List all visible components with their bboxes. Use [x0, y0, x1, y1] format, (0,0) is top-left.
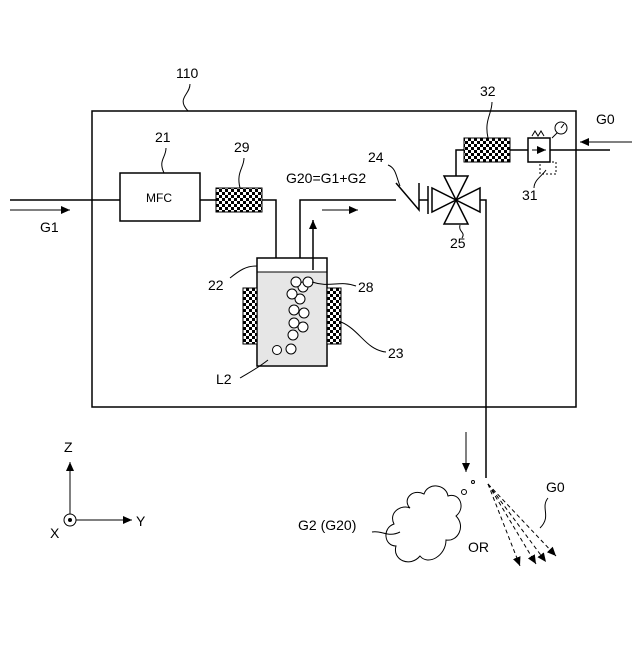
spray-g0: [488, 484, 556, 566]
regulator-31: [528, 122, 567, 174]
heater-32: [464, 138, 510, 162]
label-regulator-31: 31: [522, 187, 538, 203]
label-heater-32: 32: [480, 83, 496, 99]
leader-22: [230, 266, 257, 278]
label-g0-in: G0: [596, 111, 615, 127]
axis-label-x: X: [50, 525, 60, 541]
label-valve-25: 25: [450, 235, 466, 251]
label-spray-g0: G0: [546, 479, 565, 495]
label-cloud-g2: G2 (G20): [298, 517, 356, 533]
cloud-g2: [386, 486, 461, 562]
leader-l2: [240, 360, 268, 378]
heater-23-right: [327, 288, 341, 344]
leader-32: [487, 102, 492, 138]
mfc-label: MFC: [146, 191, 172, 205]
heater-23-left: [243, 288, 257, 344]
label-heater-29: 29: [234, 139, 250, 155]
label-valve-24: 24: [368, 149, 384, 165]
label-or: OR: [468, 539, 489, 555]
label-mix-eq: G20=G1+G2: [286, 170, 366, 186]
pipe-tank-to-valve24: [300, 200, 396, 258]
leader-29: [239, 158, 244, 188]
three-way-valve-25: [428, 176, 480, 224]
pipe-g0-to-valve25: [456, 150, 464, 176]
axis-label-y: Y: [136, 513, 146, 529]
heater-29: [216, 188, 262, 212]
label-g1: G1: [40, 219, 59, 235]
label-mfc-21: 21: [155, 129, 171, 145]
leader-21: [162, 148, 166, 173]
outlet-pipe: [480, 200, 486, 478]
label-heater-23: 23: [388, 345, 404, 361]
label-tank-22: 22: [208, 277, 224, 293]
check-valve-24: [396, 183, 419, 210]
coordinate-axes: [64, 462, 132, 526]
axis-label-z: Z: [64, 439, 73, 455]
leader-110: [183, 84, 190, 111]
label-device-110: 110: [176, 65, 199, 81]
label-liquid-l2: L2: [216, 371, 232, 387]
leader-23: [341, 322, 386, 352]
label-bubbles-28: 28: [358, 279, 374, 295]
leader-24: [388, 165, 400, 186]
leader-spray: [540, 498, 548, 528]
